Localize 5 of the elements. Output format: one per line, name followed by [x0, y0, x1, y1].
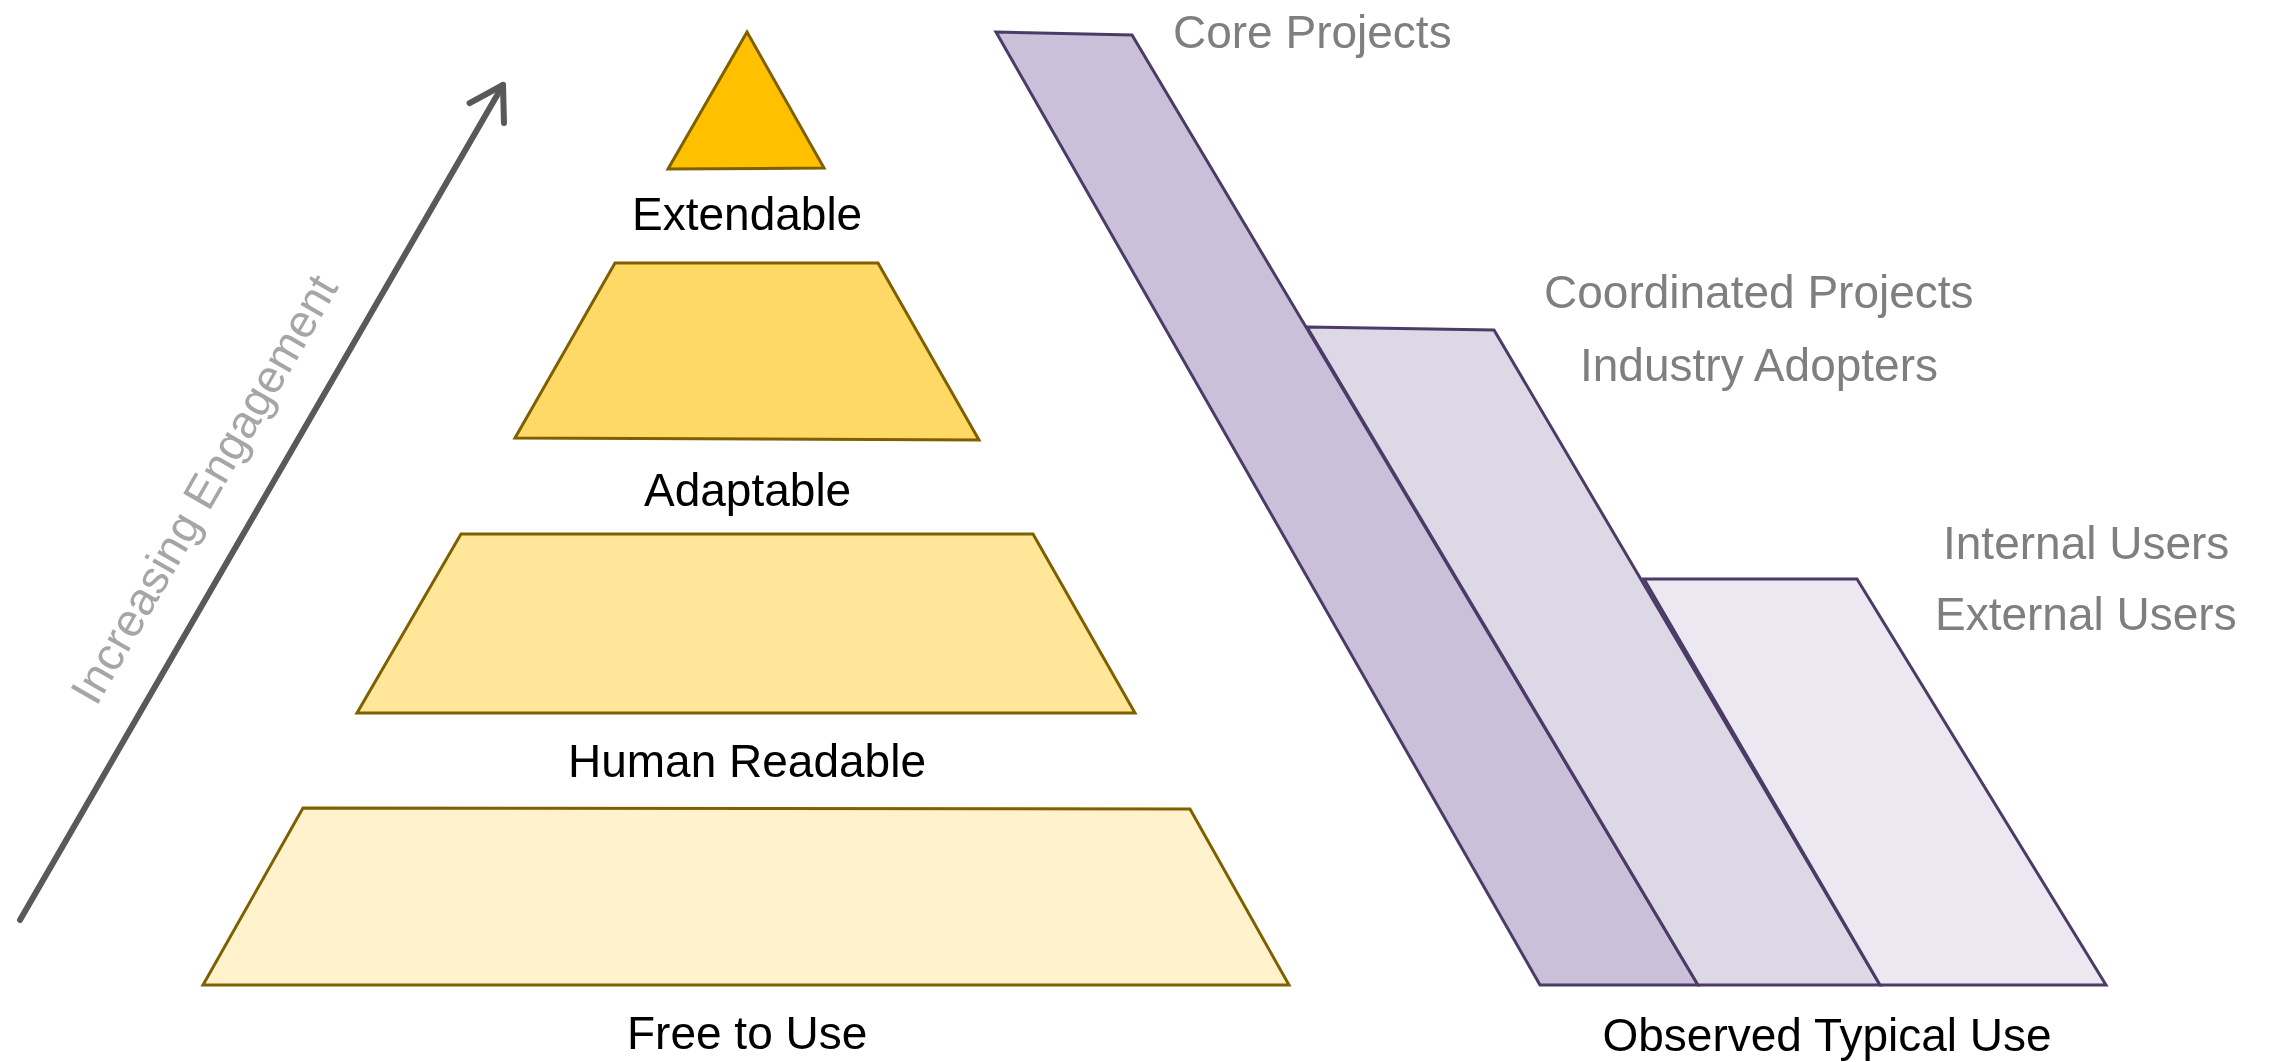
tier-label: Free to Use [627, 1010, 868, 1056]
tier-label: Human Readable [568, 738, 926, 784]
band-label: Internal Users [1943, 520, 2230, 566]
band-label: External Users [1935, 591, 2237, 637]
tier-label: Extendable [632, 191, 863, 237]
